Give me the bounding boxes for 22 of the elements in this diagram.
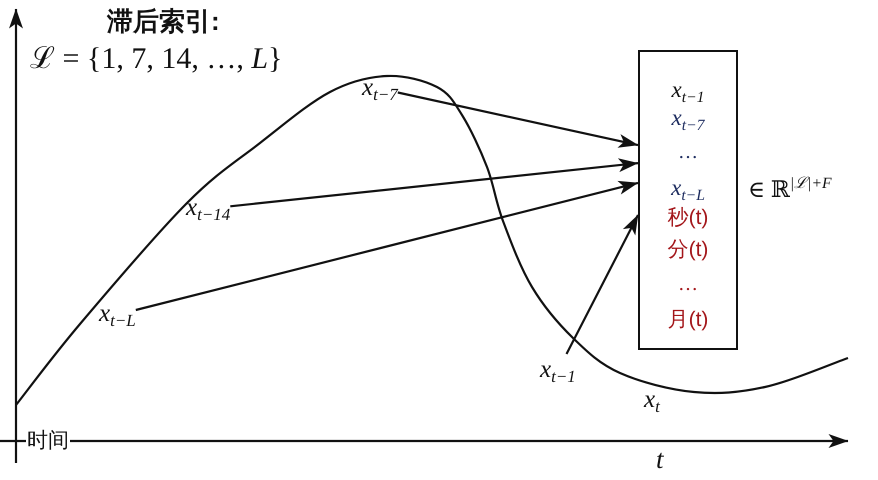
math-label: x$_{t−1}$ (540, 354, 576, 388)
arrow (566, 214, 639, 354)
set-membership-formula: ∈ ℝ$^{|ℒ|+F}$ (748, 176, 832, 204)
time-feature-label: 月(t) (668, 307, 708, 332)
arrow (398, 91, 638, 148)
heading-label: 滞后索引: (107, 6, 220, 38)
math-label: x$_{t−L}$ (99, 298, 136, 332)
arrow (230, 158, 638, 208)
lag-set-formula: ℒ = {1, 7, 14, …, L} (30, 41, 282, 77)
time-feature-label: 分(t) (668, 237, 708, 262)
time-feature-label: 秒(t) (668, 205, 708, 230)
ellipsis-label: … (678, 140, 698, 165)
feature-vector-box (638, 50, 738, 350)
axis-label: t (656, 443, 664, 476)
ellipsis-label: … (678, 272, 698, 297)
lag-value-label: x$_{t−7}$ (672, 104, 704, 135)
arrow (136, 180, 638, 312)
math-label: x$_{t−7}$ (362, 72, 398, 106)
math-label: x$_{t−14}$ (186, 192, 230, 226)
lag-value-label: x$_{t−1}$ (672, 76, 704, 107)
math-label: x$_{t}$ (644, 385, 660, 418)
lag-value-label: x$_{t−L}$ (671, 174, 705, 205)
